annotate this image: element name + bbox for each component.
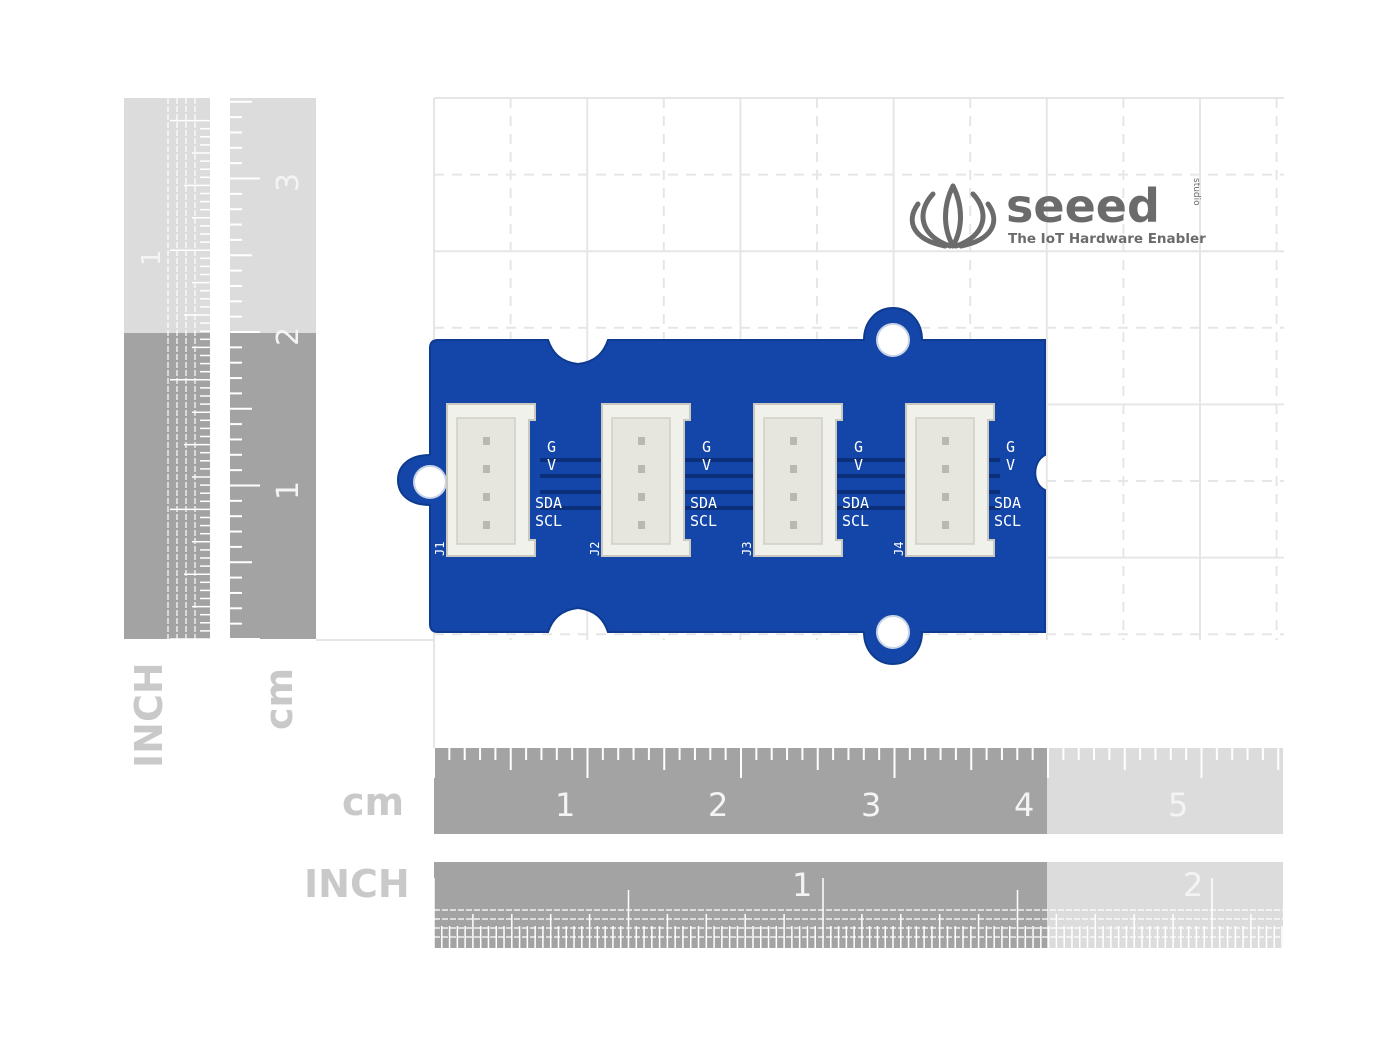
connector-pin xyxy=(638,493,645,501)
connector-pin xyxy=(483,493,490,501)
connector-pin xyxy=(483,521,490,529)
pin-label: SDA xyxy=(994,494,1021,512)
connector-ref-label: J1 xyxy=(433,542,447,556)
pin-label: V xyxy=(702,456,711,474)
vertical-cm-number: 3 xyxy=(271,173,306,192)
pin-label: SCL xyxy=(842,512,869,530)
vertical-inch-ruler: 1 xyxy=(124,98,210,640)
vertical-cm-number: 2 xyxy=(271,327,306,346)
vertical-inch-number: 1 xyxy=(137,249,167,266)
connector-ref-label: J4 xyxy=(892,542,906,556)
horizontal-cm-number: 2 xyxy=(708,786,728,824)
mounting-hole xyxy=(413,465,447,499)
pin-label: SDA xyxy=(535,494,562,512)
horizontal-inch-label: INCH xyxy=(304,862,410,906)
pin-label: SCL xyxy=(535,512,562,530)
connector-ref-label: J2 xyxy=(588,542,602,556)
connector-pin xyxy=(942,437,949,445)
connector-pin xyxy=(942,465,949,473)
pin-label: G xyxy=(854,438,863,456)
pin-label: V xyxy=(854,456,863,474)
horizontal-cm-number: 4 xyxy=(1014,786,1034,824)
seeed-lotus-icon xyxy=(909,183,997,249)
pin-label: SCL xyxy=(994,512,1021,530)
mounting-hole xyxy=(876,615,910,649)
connector-pin xyxy=(942,521,949,529)
connector-pin xyxy=(638,521,645,529)
connector-pin xyxy=(790,493,797,501)
connector-ref-label: J3 xyxy=(740,542,754,556)
horizontal-cm-label: cm xyxy=(342,780,404,824)
pin-label: G xyxy=(702,438,711,456)
vertical-inch-label: INCH xyxy=(127,662,171,768)
seeed-tagline: The IoT Hardware Enabler xyxy=(1008,231,1206,247)
seeed-wordmark: seeed xyxy=(1006,179,1160,233)
horizontal-inch-number: 1 xyxy=(792,866,812,904)
pin-label: V xyxy=(547,456,556,474)
seeed-studio-mark: studio xyxy=(1191,178,1201,206)
pin-label: SCL xyxy=(690,512,717,530)
connector-pin xyxy=(483,465,490,473)
horizontal-inch-number: 2 xyxy=(1183,866,1203,904)
connector-pin xyxy=(790,465,797,473)
connector-pin xyxy=(638,437,645,445)
pin-label: V xyxy=(1006,456,1015,474)
pin-label: SDA xyxy=(842,494,869,512)
connector-pin xyxy=(483,437,490,445)
horizontal-cm-ruler: 1 2 3 4 5 xyxy=(433,748,1283,834)
horizontal-cm-number: 3 xyxy=(861,786,881,824)
horizontal-cm-number: 5 xyxy=(1168,786,1188,824)
pin-label: G xyxy=(1006,438,1015,456)
vertical-cm-ruler: 1 2 3 xyxy=(230,98,316,640)
horizontal-inch-ruler: 1 2 xyxy=(433,862,1283,948)
vertical-cm-number: 1 xyxy=(271,481,306,500)
pcb xyxy=(396,306,1046,666)
horizontal-cm-number: 1 xyxy=(555,786,575,824)
mounting-hole xyxy=(876,323,910,357)
seeed-logo: seeed studio The IoT Hardware Enabler xyxy=(909,178,1206,249)
pin-label: G xyxy=(547,438,556,456)
connector-pin xyxy=(638,465,645,473)
pin-label: SDA xyxy=(690,494,717,512)
connector-pin xyxy=(942,493,949,501)
vertical-cm-label: cm xyxy=(257,668,301,730)
connector-pin xyxy=(790,437,797,445)
connector-pin xyxy=(790,521,797,529)
